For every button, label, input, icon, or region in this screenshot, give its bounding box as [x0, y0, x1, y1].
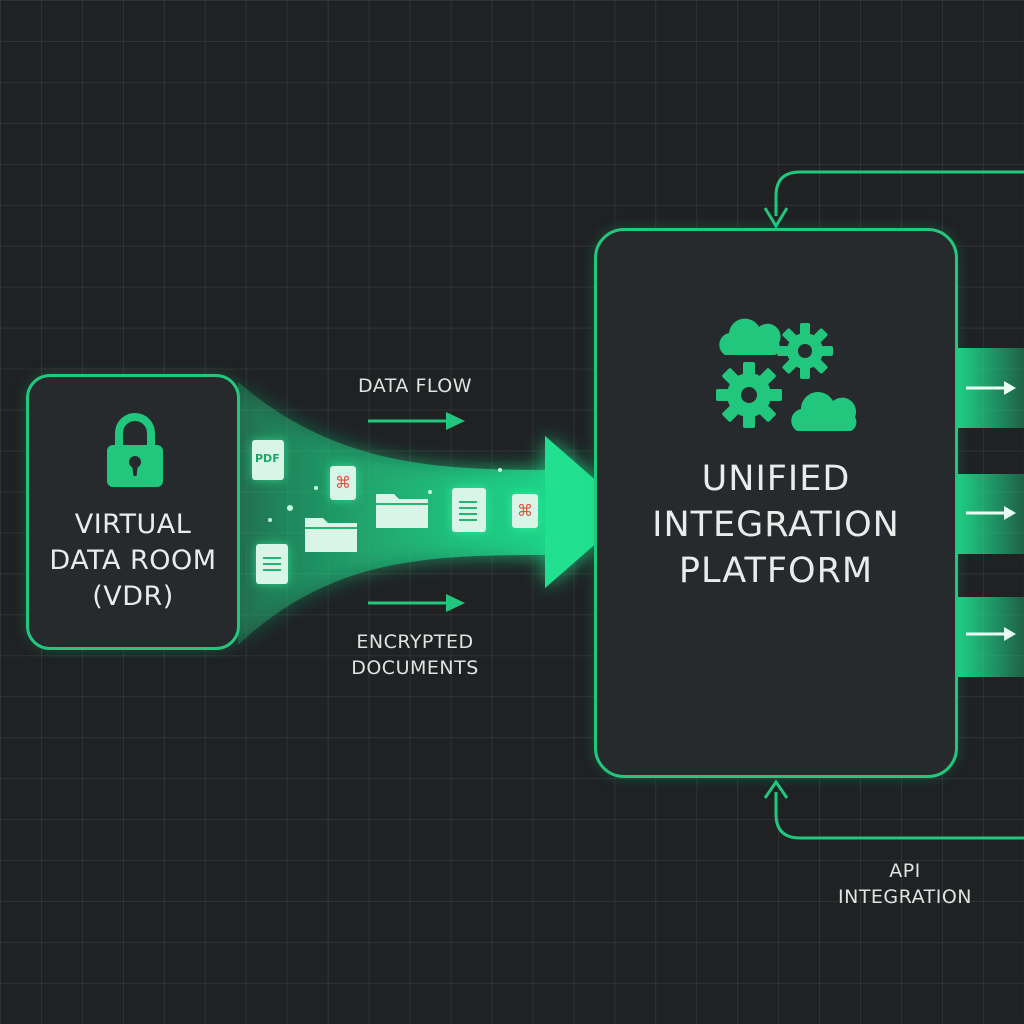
integration-platform-node[interactable]: UNIFIED INTEGRATION PLATFORM: [594, 228, 958, 778]
cloud-gears-icon: [715, 313, 865, 435]
pdf-file-icon: ⌘: [330, 466, 356, 500]
vdr-label: VIRTUAL DATA ROOM (VDR): [49, 509, 217, 612]
pdf-doc-icon: PDF: [252, 440, 284, 480]
text-doc-icon: [256, 544, 288, 584]
bottom-api-connector: [774, 792, 1024, 840]
folder-icon: [374, 488, 430, 528]
text-doc-icon: [452, 488, 486, 532]
data-flow-arrow: [368, 412, 465, 430]
platform-label: UNIFIED INTEGRATION PLATFORM: [652, 459, 900, 591]
pdf-badge: PDF: [255, 452, 280, 465]
top-api-arrowhead: [763, 207, 789, 229]
data-flow-label: DATA FLOW: [357, 375, 473, 397]
pdf-file-icon: ⌘: [512, 494, 538, 528]
output-channel-3: [958, 597, 1024, 677]
folder-icon: [303, 512, 359, 552]
bottom-api-arrowhead: [763, 779, 789, 799]
data-stream: [238, 382, 632, 645]
output-channel-2: [958, 474, 1024, 554]
lock-icon: [105, 413, 165, 489]
top-api-connector: [774, 170, 1024, 216]
stream-arrowhead: [545, 436, 632, 588]
api-integration-label: API INTEGRATION: [838, 860, 972, 908]
vdr-node[interactable]: VIRTUAL DATA ROOM (VDR): [26, 374, 240, 650]
encrypted-documents-label: ENCRYPTED DOCUMENTS: [351, 631, 479, 679]
encrypted-flow-arrow: [368, 594, 465, 612]
output-channel-1: [958, 348, 1024, 428]
